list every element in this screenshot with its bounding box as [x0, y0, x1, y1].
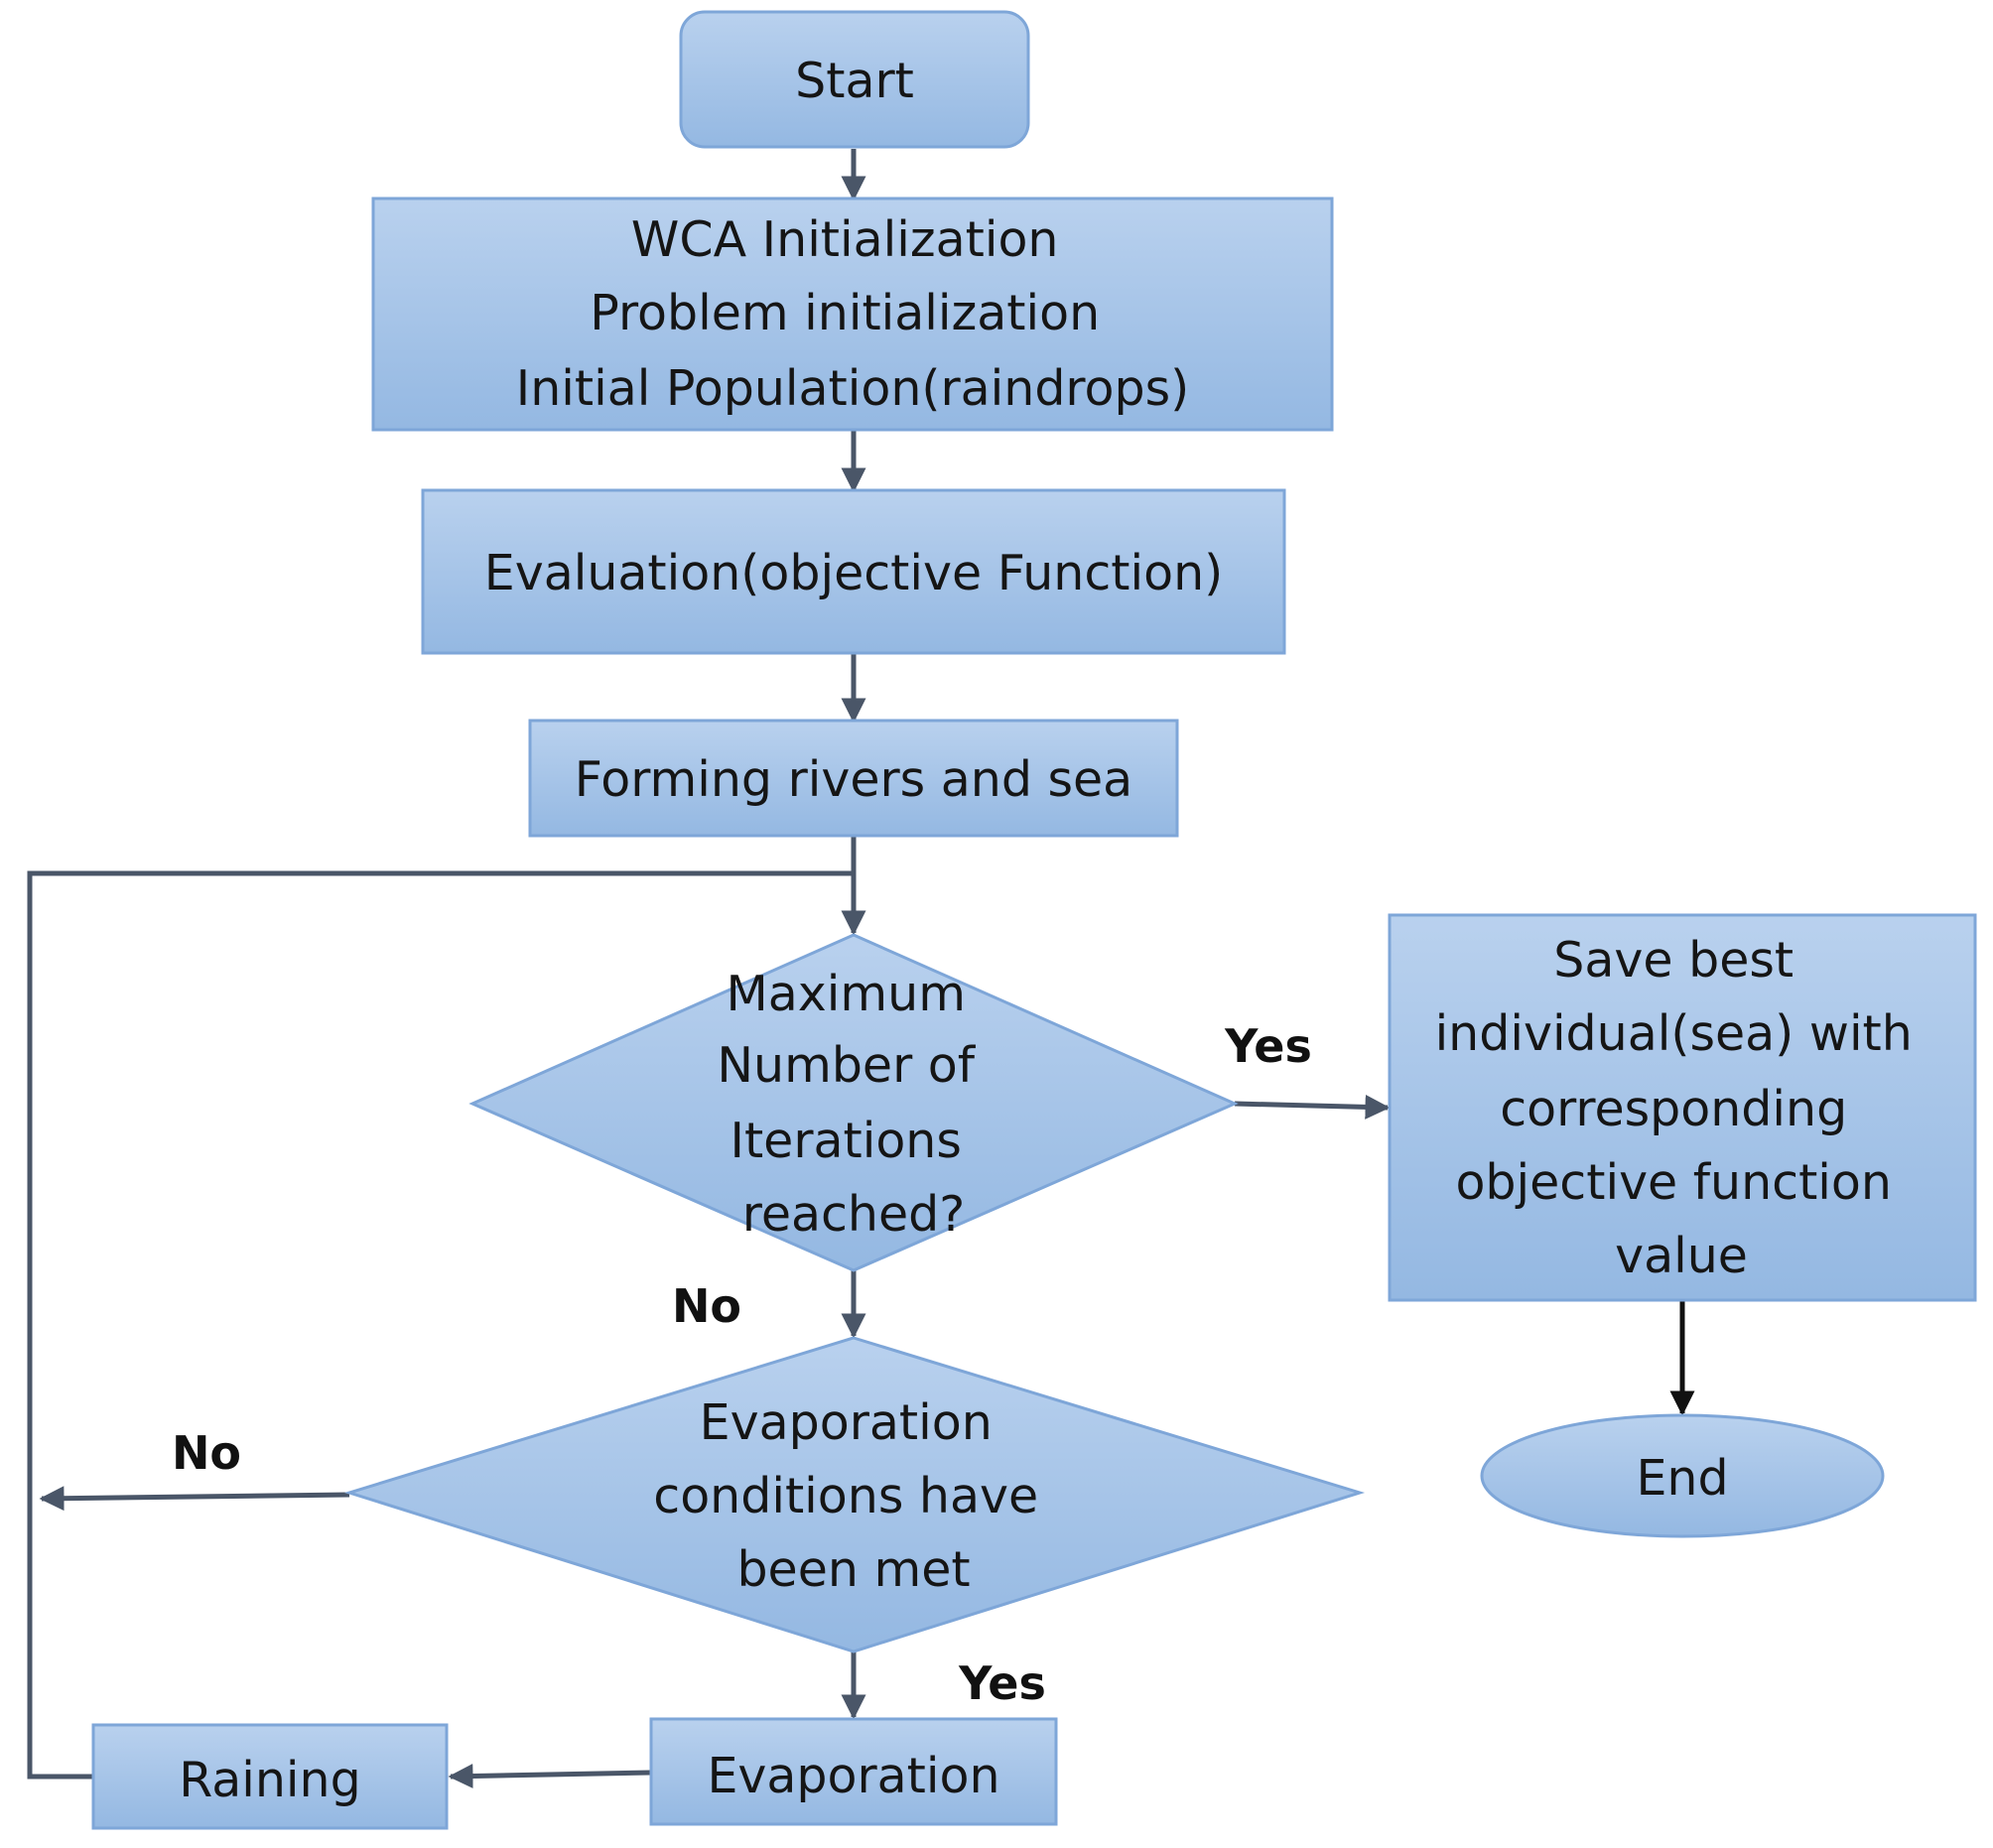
node-evaporation: Evaporation: [649, 1717, 1058, 1826]
raining-box: [91, 1723, 449, 1830]
initialization-label: WCA Initialization Problem initializatio…: [516, 211, 1189, 417]
label-yes-max-iterations: Yes: [1224, 1019, 1312, 1073]
save-best-box: [1388, 913, 1977, 1302]
node-evaluation: Evaluation(objective Function): [421, 488, 1286, 655]
evaporation-box: [649, 1717, 1058, 1826]
node-raining: Raining: [91, 1723, 449, 1830]
evaporation-conditions-label: Evaporation conditions have been met: [653, 1394, 1053, 1598]
evaporation-conditions-diamond: [343, 1336, 1366, 1653]
connectors: [27, 149, 1695, 1789]
end-label: End: [1636, 1450, 1728, 1507]
arrow-evap-cond-no-left: [39, 1486, 350, 1512]
max-iterations-label: Maximum Number of Iterations reached?: [717, 966, 990, 1243]
save-best-label: Save best individual(sea) with correspon…: [1435, 932, 1928, 1284]
max-iterations-diamond: [468, 933, 1239, 1272]
evaporation-label: Evaporation: [707, 1748, 999, 1804]
evaluation-label: Evaluation(objective Function): [484, 545, 1224, 601]
arrow-yes-to-save: [1234, 1094, 1391, 1120]
loop-raining-to-decision: [27, 870, 854, 1780]
start-terminal: [679, 10, 1030, 149]
node-evaporation-conditions: Evaporation conditions have been met: [343, 1336, 1366, 1653]
raining-label: Raining: [179, 1752, 360, 1808]
forming-label: Forming rivers and sea: [575, 751, 1132, 808]
node-save-best: Save best individual(sea) with correspon…: [1388, 913, 1977, 1302]
label-no-evaporation: No: [172, 1426, 241, 1480]
node-initialization: WCA Initialization Problem initializatio…: [371, 197, 1334, 432]
forming-box: [528, 719, 1179, 838]
start-label: Start: [795, 53, 914, 109]
initialization-box: [371, 197, 1334, 432]
end-terminal: [1480, 1413, 1885, 1538]
label-no-max-iterations: No: [672, 1279, 741, 1333]
node-end: End: [1480, 1413, 1885, 1538]
node-max-iterations: Maximum Number of Iterations reached?: [468, 933, 1239, 1272]
node-forming: Forming rivers and sea: [528, 719, 1179, 838]
arrow-evaporation-to-raining: [448, 1764, 652, 1789]
node-start: Start: [679, 10, 1030, 149]
evaluation-box: [421, 488, 1286, 655]
label-yes-evaporation: Yes: [958, 1656, 1046, 1710]
